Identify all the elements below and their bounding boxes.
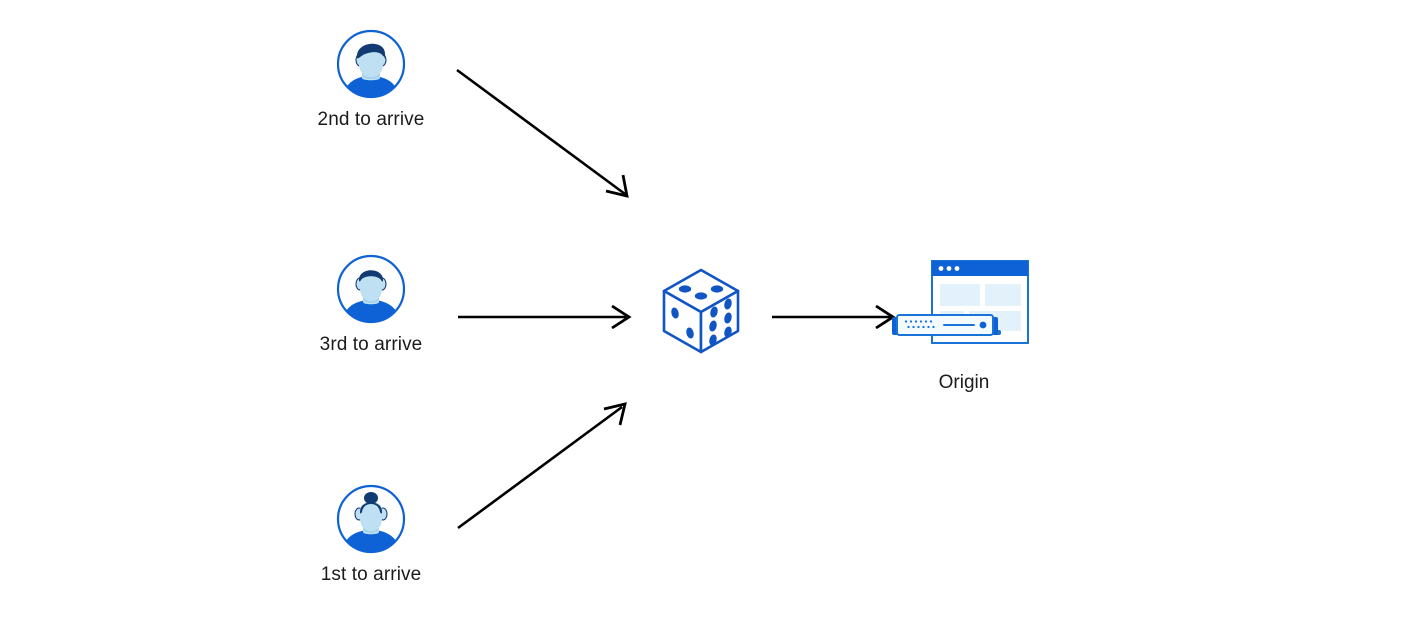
server-browser-icon — [892, 260, 1029, 344]
arrow-client1-to-dice — [457, 402, 627, 530]
origin-label: Origin — [938, 372, 990, 393]
user-avatar-icon — [336, 254, 406, 324]
origin-node[interactable]: Origin — [888, 255, 1040, 395]
user-avatar-icon — [336, 484, 406, 554]
client-node-2nd[interactable]: 2nd to arrive — [296, 28, 446, 132]
client-label-1st: 1st to arrive — [320, 564, 422, 585]
dice-icon — [662, 268, 740, 354]
client-node-1st[interactable]: 1st to arrive — [296, 483, 446, 587]
client-label-3rd: 3rd to arrive — [319, 334, 423, 355]
client-node-3rd[interactable]: 3rd to arrive — [296, 253, 446, 357]
arrow-dice-to-origin — [772, 304, 896, 330]
arrow-client2-to-dice — [456, 68, 629, 198]
user-avatar-icon — [336, 29, 406, 99]
arrow-client3-to-dice — [458, 304, 632, 330]
load-balancer-node[interactable] — [658, 266, 744, 361]
server-appliance-icon — [892, 314, 1001, 336]
client-label-2nd: 2nd to arrive — [317, 109, 425, 130]
